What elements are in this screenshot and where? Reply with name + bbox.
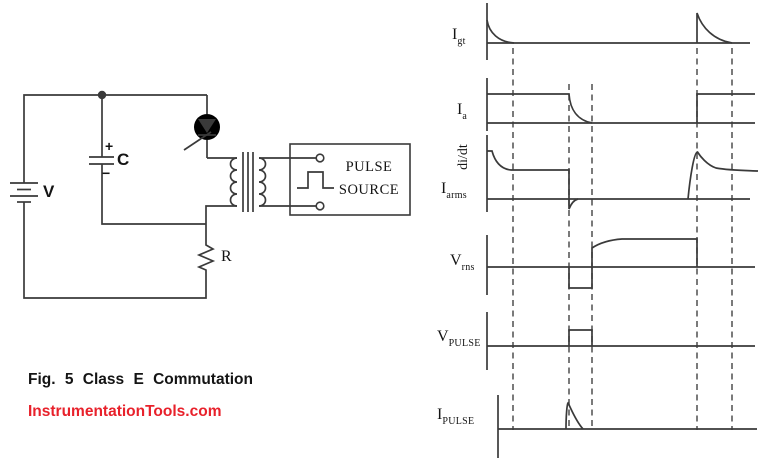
vrns-pulse bbox=[568, 238, 698, 289]
battery-label: V bbox=[43, 182, 55, 201]
pulse-source-label-line1: PULSE bbox=[345, 159, 393, 175]
iarms-label-main: I bbox=[441, 180, 447, 197]
capacitor-plus-sign: + bbox=[105, 138, 114, 154]
waveform-plots bbox=[486, 3, 759, 458]
watermark: InstrumentationTools.com bbox=[28, 403, 222, 420]
primary-winding bbox=[229, 157, 238, 207]
igt-label: Igt bbox=[452, 26, 466, 47]
pulse-source-label-line2: SOURCE bbox=[338, 182, 400, 198]
vrns-label-main: V bbox=[450, 252, 462, 269]
resistor-label: R bbox=[221, 248, 232, 265]
iarms-label-sub: arms bbox=[446, 190, 467, 201]
thyristor-gate-line bbox=[183, 131, 212, 151]
ia-trace bbox=[486, 78, 755, 131]
vpulse-label-main: V bbox=[437, 328, 449, 345]
didt-iarms-trace bbox=[486, 135, 759, 212]
didt-label: di/dt bbox=[456, 144, 471, 170]
vrns-trace bbox=[486, 235, 755, 295]
ipulse-spike bbox=[565, 401, 584, 430]
vpulse-label-sub: PULSE bbox=[448, 338, 481, 349]
igt-label-sub: gt bbox=[457, 36, 466, 47]
pulse-source-rect bbox=[289, 143, 411, 216]
igt-label-main: I bbox=[452, 26, 458, 43]
ia-label-sub: a bbox=[462, 111, 468, 122]
capacitor-symbol bbox=[89, 95, 206, 225]
vrns-label-sub: rns bbox=[461, 262, 475, 273]
ia-on-level bbox=[487, 93, 593, 124]
figure-caption: Fig. 5 Class E Commutation bbox=[28, 371, 253, 388]
ia-label-main: I bbox=[457, 101, 463, 118]
secondary-winding bbox=[258, 157, 267, 207]
transformer-symbol bbox=[205, 152, 316, 242]
ipulse-label: IPULSE bbox=[437, 406, 474, 427]
ia-label: Ia bbox=[457, 101, 467, 122]
capacitor-minus-sign: − bbox=[102, 165, 111, 181]
capacitor-lead-bottom bbox=[101, 164, 206, 225]
thyristor-symbol bbox=[183, 95, 220, 158]
pulse-glyph-icon bbox=[297, 171, 334, 189]
thyristor-triangle bbox=[198, 119, 216, 133]
capacitor-label: C bbox=[117, 150, 130, 169]
resistor-zigzag bbox=[196, 242, 216, 272]
iarms-label: Iarms bbox=[441, 180, 467, 201]
primary-bottom-wire bbox=[205, 205, 237, 242]
circuit-diagram bbox=[10, 90, 411, 299]
igt-spike-2 bbox=[696, 12, 733, 44]
ipulse-trace bbox=[497, 395, 757, 458]
ipulse-label-sub: PULSE bbox=[442, 416, 475, 427]
pulse-source-box bbox=[289, 143, 411, 216]
ipulse-label-main: I bbox=[437, 406, 443, 423]
terminal-bottom bbox=[315, 201, 325, 211]
terminal-top bbox=[315, 153, 325, 163]
vpulse-label: VPULSE bbox=[437, 328, 481, 349]
igt-spike-1 bbox=[486, 19, 515, 44]
vrns-label: Vrns bbox=[450, 252, 475, 273]
battery-symbol bbox=[10, 182, 38, 203]
didt-curve-left bbox=[487, 150, 579, 210]
pulse-source-label: PULSE SOURCE bbox=[331, 156, 407, 202]
vpulse-pulse bbox=[568, 329, 593, 346]
ia-turnon-step bbox=[696, 93, 755, 123]
vpulse-trace bbox=[486, 312, 755, 370]
wire-bottom-left bbox=[23, 202, 207, 299]
didt-curve-right bbox=[687, 151, 759, 200]
wire-top-rail bbox=[23, 94, 207, 183]
igt-trace bbox=[486, 3, 750, 60]
